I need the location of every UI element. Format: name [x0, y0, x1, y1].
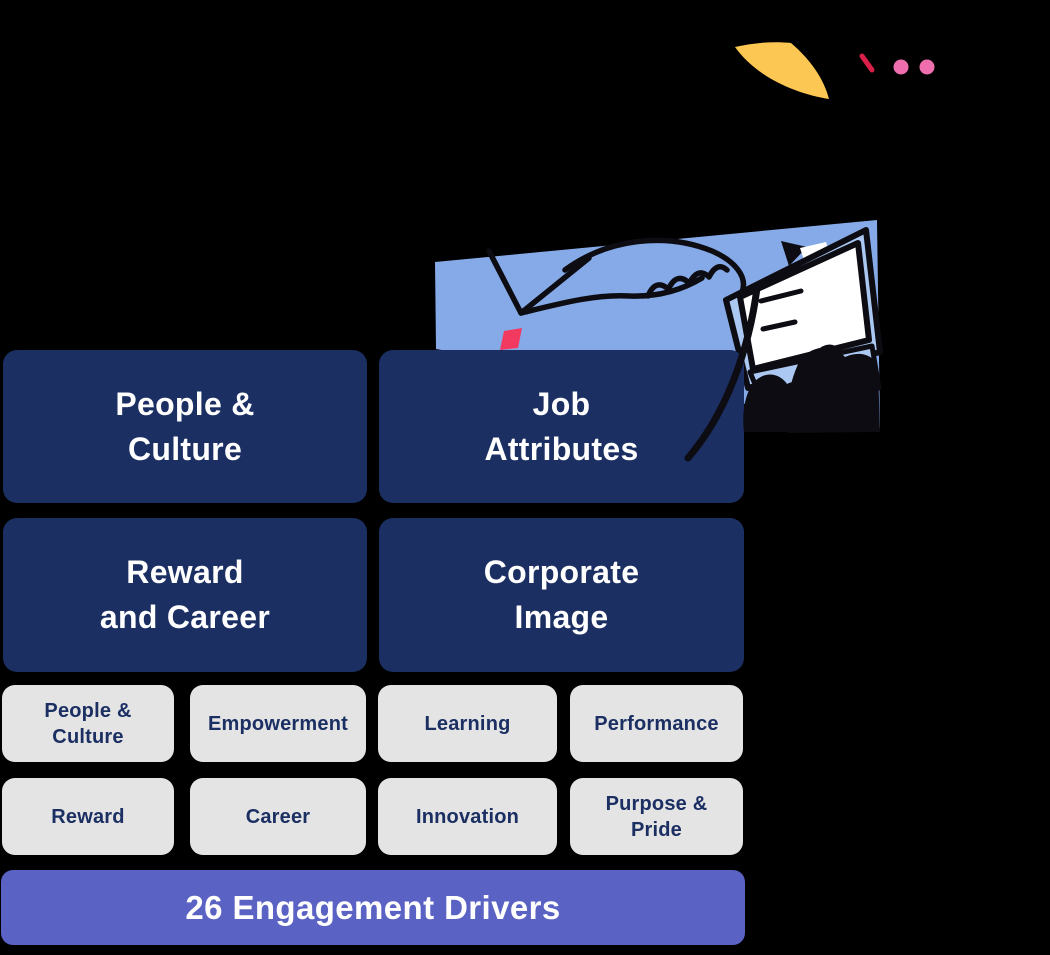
thumb-silhouette — [815, 344, 841, 358]
category-box-corporate-image: Corporate Image — [379, 518, 744, 672]
driver-box-career: Career — [190, 778, 366, 855]
driver-box-performance: Performance — [570, 685, 743, 762]
driver-box-people-culture: People & Culture — [2, 685, 174, 762]
category-box-reward-career: Reward and Career — [3, 518, 367, 672]
driver-box-innovation: Innovation — [378, 778, 557, 855]
category-label: Job Attributes — [484, 385, 639, 467]
leaf-icon — [735, 42, 829, 99]
category-label: Reward and Career — [99, 554, 271, 635]
engagement-drivers-bar-label: 26 Engagement Drivers — [185, 888, 561, 926]
red-chip — [500, 328, 522, 350]
driver-box-empowerment: Empowerment — [190, 685, 366, 762]
driver-box-learning: Learning — [378, 685, 557, 762]
driver-box-purpose-pride: Purpose & Pride — [570, 778, 743, 855]
cuff-detail — [800, 242, 830, 260]
laptop-base — [747, 343, 882, 419]
driver-label: Empowerment — [207, 712, 348, 735]
category-box-job-attributes: Job Attributes — [379, 350, 744, 503]
category-label: People & Culture — [115, 385, 255, 467]
laptop-lid — [723, 227, 883, 391]
driver-label: People & Culture — [44, 699, 132, 748]
driver-label: Career — [245, 805, 311, 828]
dash-accent-icon — [859, 53, 875, 73]
screen-text-lines — [758, 288, 804, 332]
driver-label: Learning — [424, 712, 511, 735]
pink-dot-icon — [893, 59, 909, 75]
hand-silhouette — [786, 347, 880, 433]
arms-outline — [486, 237, 747, 316]
driver-label: Innovation — [415, 805, 520, 828]
driver-box-reward: Reward — [2, 778, 174, 855]
driver-label: Reward — [51, 805, 125, 828]
pink-dot-icon — [919, 59, 935, 75]
category-box-people-culture: People & Culture — [3, 350, 367, 503]
category-label: Corporate Image — [483, 554, 640, 635]
cuff-detail — [843, 236, 869, 252]
engagement-drivers-bar: 26 Engagement Drivers — [1, 870, 745, 945]
driver-label: Purpose & Pride — [605, 792, 708, 841]
laptop-screen — [737, 240, 872, 372]
driver-label: Performance — [594, 712, 719, 735]
hand-silhouette — [743, 374, 809, 432]
sleeve-wedge — [781, 241, 807, 266]
